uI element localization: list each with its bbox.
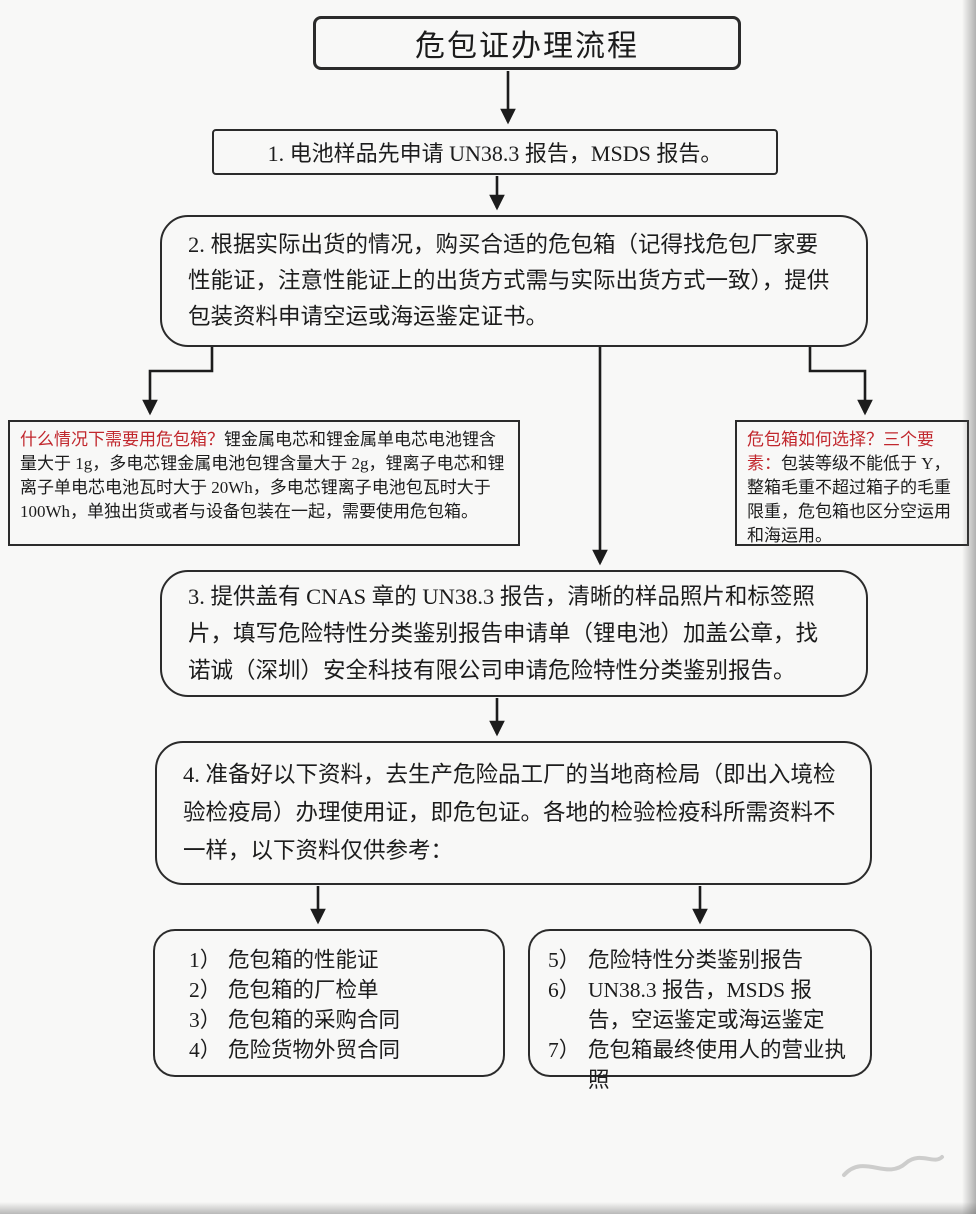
note-right-title: 危包箱如何选择？三个要素： [747,430,934,473]
step-4-text: 4. 准备好以下资料，去生产危险品工厂的当地商检局（即出入境检验检疫局）办理使用… [183,762,836,863]
arrow-step2-to-left-note [142,347,214,416]
photo-edge-bottom [0,1202,976,1214]
note-when-dangerous-box-needed: 什么情况下需要用危包箱？锂金属电芯和锂金属单电芯电池锂含量大于 1g，多电芯锂金… [8,420,520,546]
step-2-box: 2. 根据实际出货的情况，购买合适的危包箱（记得找危包厂家要性能证，注意性能证上… [160,215,868,347]
arrow-step2-to-right-note [808,347,873,416]
note-right-body: 包装等级不能低于 Y，整箱毛重不超过箱子的毛重限重，危包箱也区分空运用和海运用。 [747,454,951,545]
list-item: 5） 危险特性分类鉴别报告 [548,945,852,975]
list-item-text: 危包箱的厂检单 [228,978,379,1002]
list-item-number: 1） [189,948,222,972]
list-item-text: UN38.3 报告，MSDS 报告，空运鉴定或海运鉴定 [588,978,825,1032]
documents-list-left: 1） 危包箱的性能证 2） 危包箱的厂检单 3） 危包箱的采购合同 4） 危险货… [153,929,505,1077]
list-item: 2） 危包箱的厂检单 [173,975,485,1005]
step-3-box: 3. 提供盖有 CNAS 章的 UN38.3 报告，清晰的样品照片和标签照片，填… [160,570,868,697]
note-left-title: 什么情况下需要用危包箱？ [20,430,224,449]
list-item-text: 危包箱最终使用人的营业执照 [588,1038,847,1092]
list-item: 1） 危包箱的性能证 [173,945,485,975]
list-item-number: 5） [548,948,581,972]
note-left-body: 锂金属电芯和锂金属单电芯电池锂含量大于 1g，多电芯锂金属电池包锂含量大于 2g… [20,430,505,521]
list-item-text: 危险货物外贸合同 [228,1038,401,1062]
documents-list-right: 5） 危险特性分类鉴别报告 6） UN38.3 报告，MSDS 报告，空运鉴定或… [528,929,872,1092]
list-item-text: 危险特性分类鉴别报告 [588,948,804,972]
photo-edge-right [962,0,976,1214]
list-item: 3） 危包箱的采购合同 [173,1005,485,1035]
watermark-scribble [842,1155,944,1177]
list-item-text: 危包箱的采购合同 [228,1008,401,1032]
list-item-number: 6） [548,978,581,1002]
list-item-number: 2） [189,978,222,1002]
step-2-text: 2. 根据实际出货的情况，购买合适的危包箱（记得找危包厂家要性能证，注意性能证上… [188,232,830,329]
list-item-number: 4） [189,1038,222,1062]
step-4-box: 4. 准备好以下资料，去生产危险品工厂的当地商检局（即出入境检验检疫局）办理使用… [155,741,872,885]
flowchart-title-box: 危包证办理流程 [313,16,741,70]
list-item-number: 3） [189,1008,222,1032]
step-1-text: 1. 电池样品先申请 UN38.3 报告，MSDS 报告。 [267,141,723,166]
step-3-text: 3. 提供盖有 CNAS 章的 UN38.3 报告，清晰的样品照片和标签照片，填… [188,584,819,683]
list-item-number: 7） [548,1038,581,1062]
list-item: 6） UN38.3 报告，MSDS 报告，空运鉴定或海运鉴定 [548,975,852,1035]
list-item-text: 危包箱的性能证 [228,948,379,972]
flowchart-title: 危包证办理流程 [415,30,639,63]
step-1-box: 1. 电池样品先申请 UN38.3 报告，MSDS 报告。 [212,129,778,175]
note-how-to-choose-box: 危包箱如何选择？三个要素：包装等级不能低于 Y，整箱毛重不超过箱子的毛重限重，危… [735,420,969,546]
list-item: 4） 危险货物外贸合同 [173,1035,485,1065]
list-item: 7） 危包箱最终使用人的营业执照 [548,1035,852,1095]
